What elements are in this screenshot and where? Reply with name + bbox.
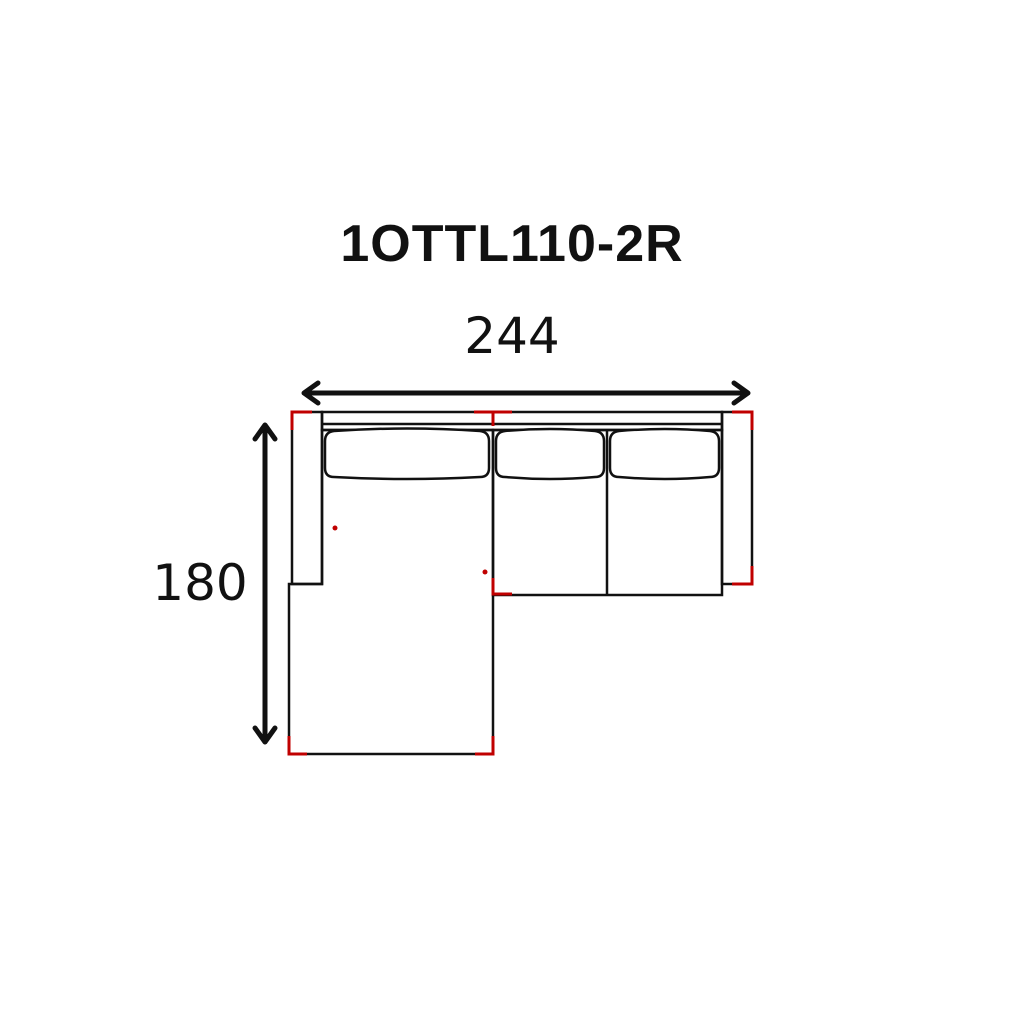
back-cushion-1 (323, 427, 491, 481)
marker-dot (482, 569, 488, 575)
back-cushion-2 (494, 427, 606, 481)
corner-marker (475, 736, 495, 756)
depth-dimension-arrow (252, 422, 278, 745)
left-armrest (290, 410, 324, 586)
model-code-title: 1OTTL110-2R (340, 215, 684, 273)
back-cushions (323, 427, 721, 481)
corner-marker (287, 736, 307, 756)
right-armrest (720, 410, 754, 586)
corner-marker (491, 578, 512, 596)
marker-dot (332, 525, 338, 531)
depth-dimension-label: 180 (152, 554, 248, 612)
corner-marker (732, 566, 754, 586)
width-dimension-label: 244 (464, 307, 560, 365)
marker-dots (332, 525, 488, 575)
back-cushion-3 (608, 427, 721, 481)
corner-marker (290, 410, 312, 430)
width-dimension-arrow (301, 380, 751, 406)
corner-marker (732, 410, 754, 430)
corner-markers (287, 410, 754, 756)
back-rail (320, 410, 724, 432)
